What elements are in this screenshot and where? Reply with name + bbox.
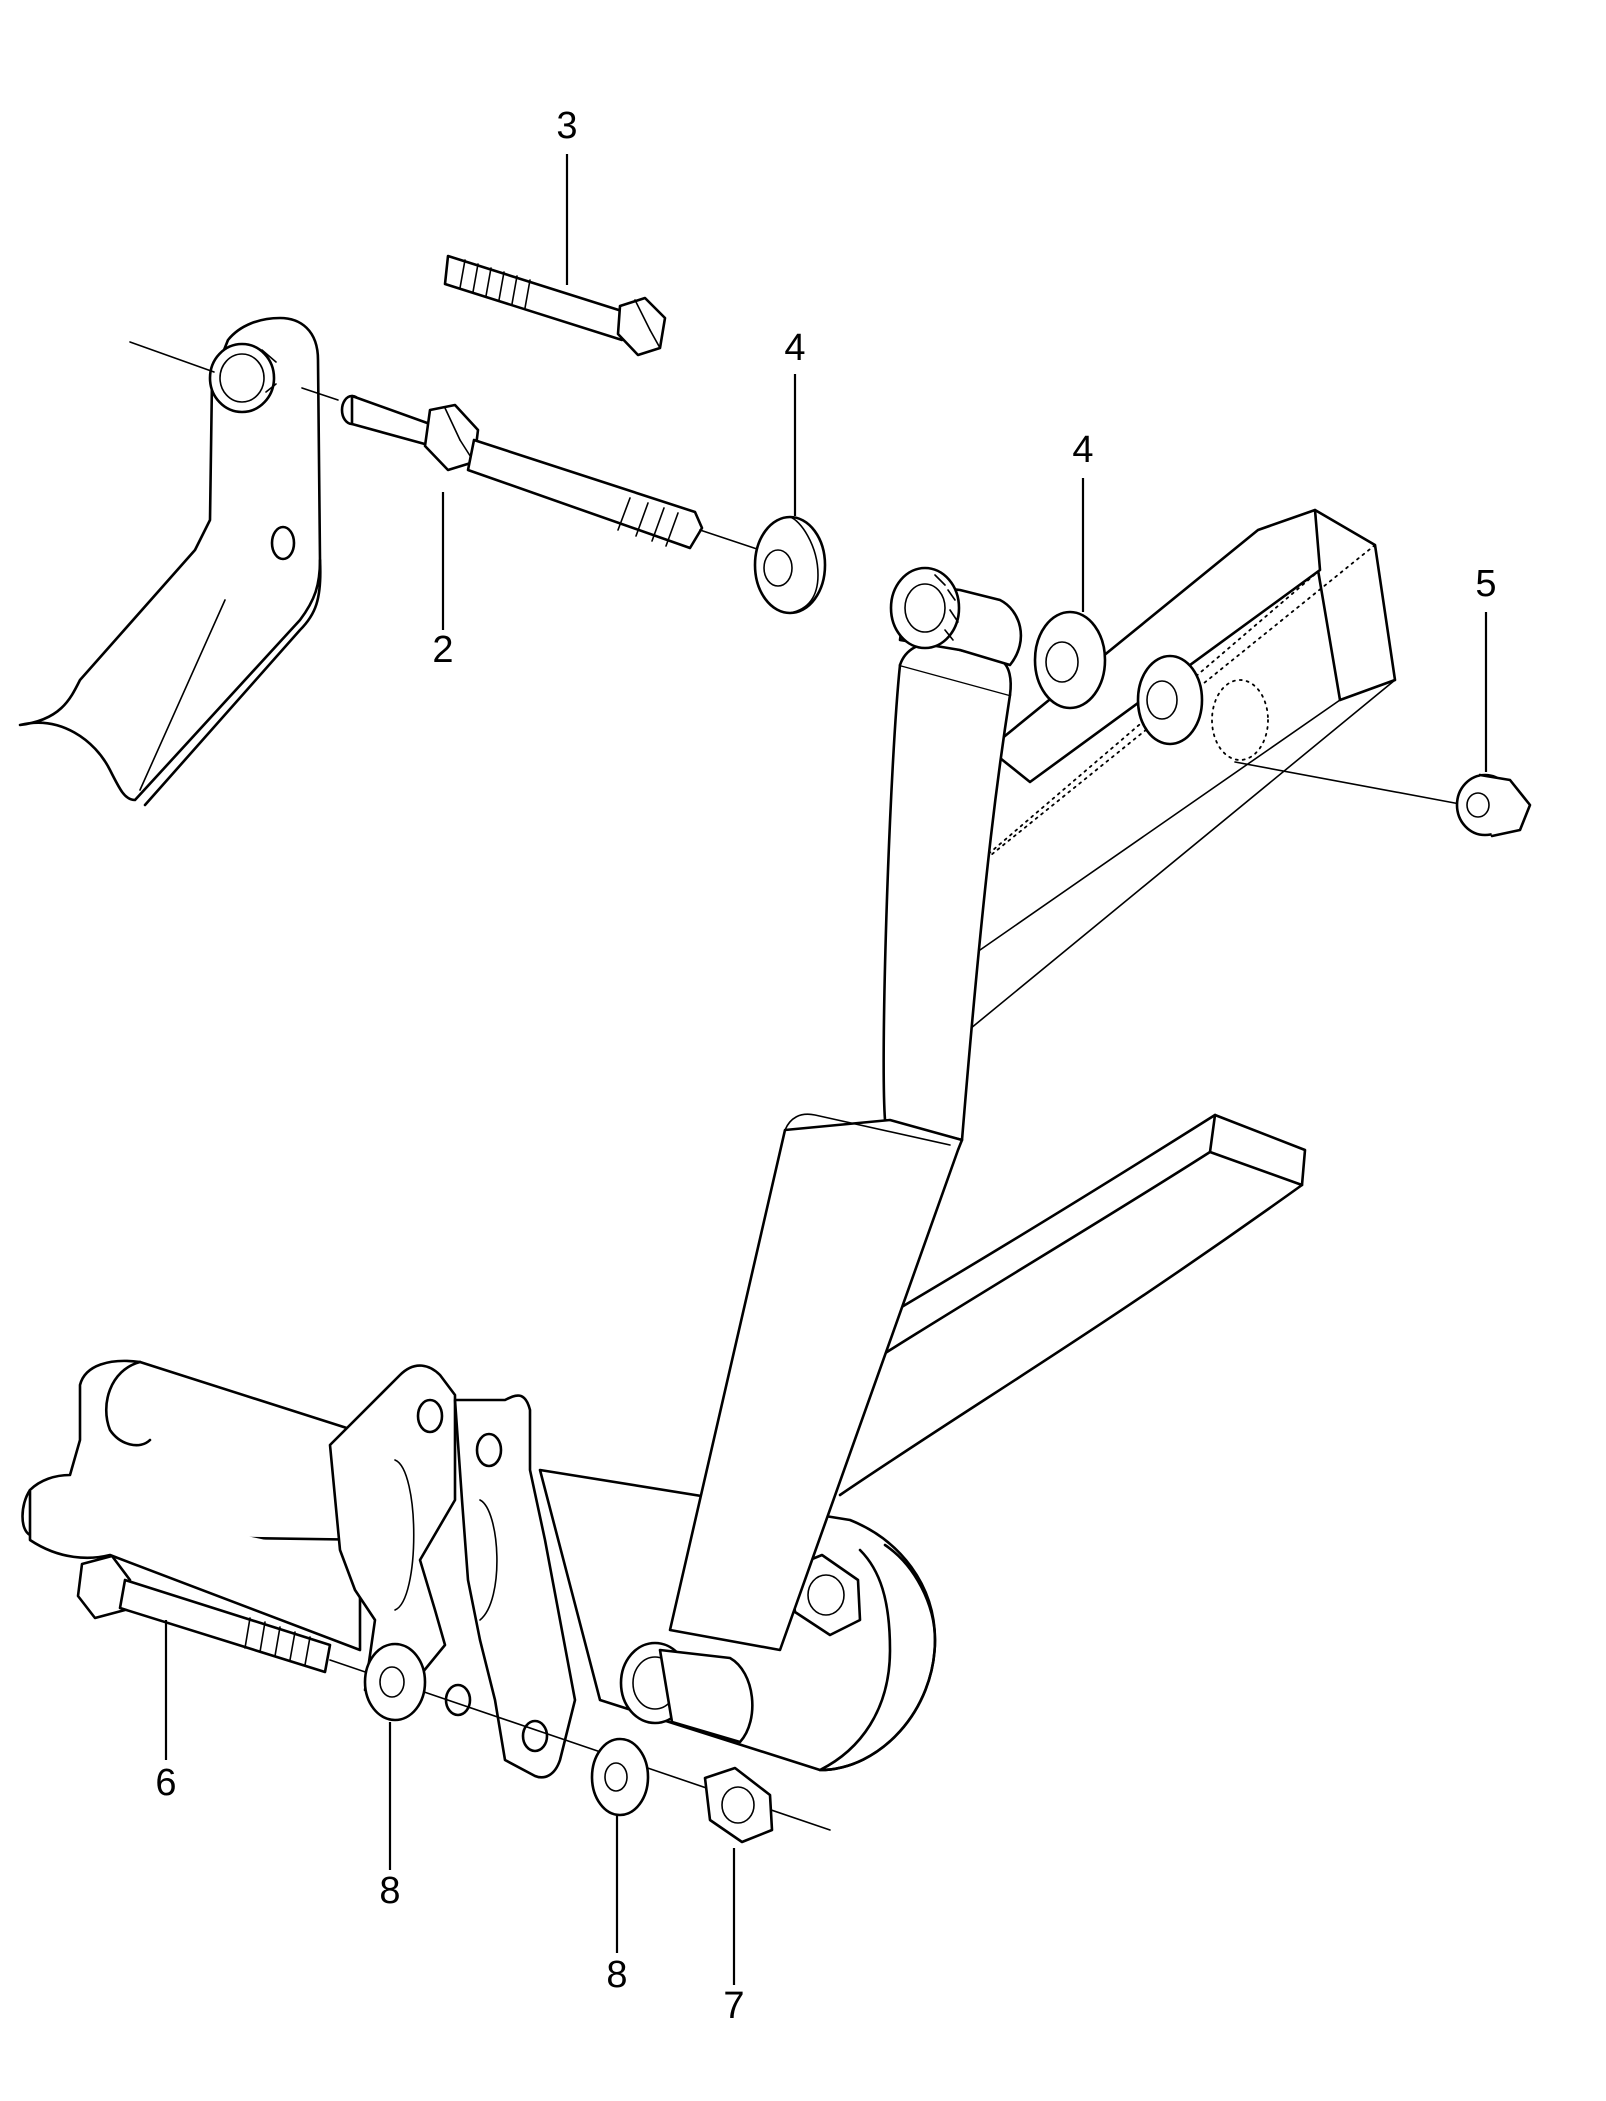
callout-2: 2 bbox=[432, 629, 453, 671]
lower-shock-eye bbox=[619, 1553, 862, 1744]
flange-nut bbox=[1455, 773, 1532, 838]
callout-4b: 4 bbox=[1072, 429, 1093, 471]
leader-lines bbox=[164, 154, 1488, 1985]
callout-8a: 8 bbox=[379, 1870, 400, 1912]
washer-lower-right bbox=[590, 1737, 650, 1817]
shock-absorber bbox=[668, 566, 1023, 1652]
upper-mounting-bracket bbox=[18, 316, 339, 807]
hex-nut-lower bbox=[703, 1766, 774, 1844]
washer-upper-left bbox=[753, 515, 827, 615]
spring-seat-plates bbox=[328, 1364, 577, 1779]
callout-labels: 3 4 4 5 2 6 8 8 7 bbox=[155, 105, 1496, 2027]
callout-7: 7 bbox=[723, 1985, 744, 2027]
callout-5: 5 bbox=[1475, 563, 1496, 605]
washer-upper-right bbox=[1033, 610, 1107, 710]
washer-lower-left bbox=[363, 1642, 427, 1722]
stud-bolt bbox=[340, 394, 761, 551]
bushing-sleeve bbox=[1136, 654, 1461, 805]
long-bolt bbox=[443, 254, 667, 357]
callout-4a: 4 bbox=[784, 327, 805, 369]
callout-3: 3 bbox=[556, 105, 577, 147]
callout-6: 6 bbox=[155, 1762, 176, 1804]
callout-8b: 8 bbox=[606, 1954, 627, 1996]
